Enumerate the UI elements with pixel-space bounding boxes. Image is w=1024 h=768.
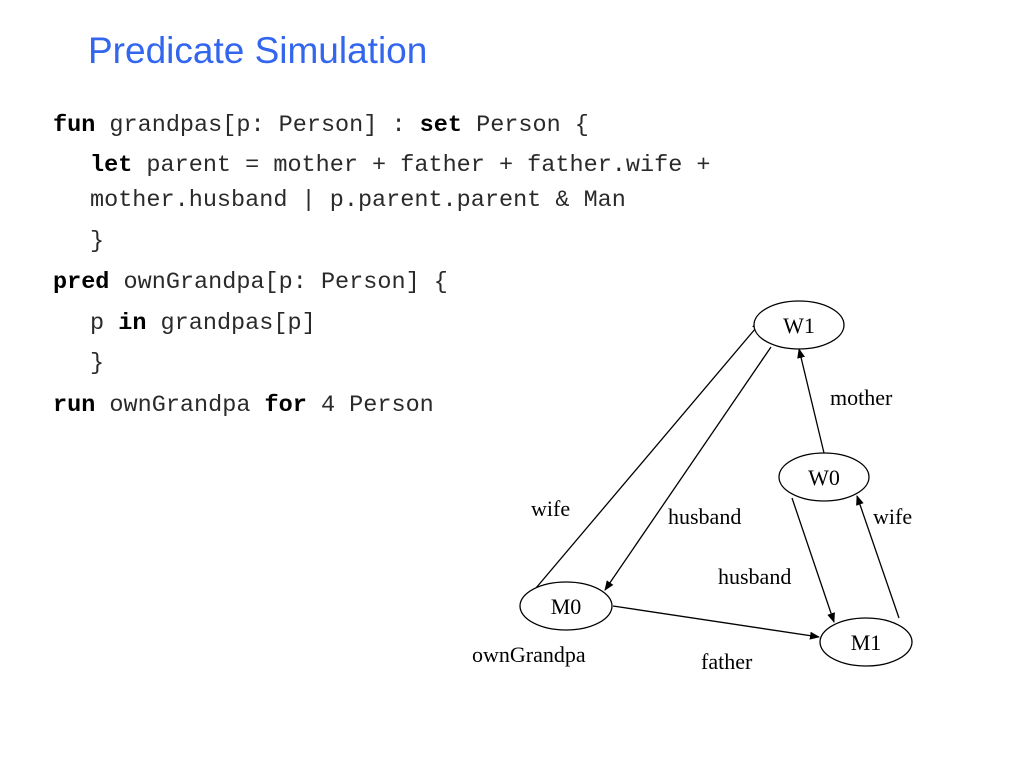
code-keyword: set — [419, 112, 462, 139]
node-w0-label: W0 — [808, 465, 840, 490]
code-text: grandpas[p: Person] : — [95, 112, 420, 139]
edge-wife-m1-w0 — [856, 495, 900, 619]
code-line-let-cont: mother.husband | p.parent.parent & Man — [90, 189, 626, 213]
edge-mother-w0-w1 — [797, 348, 825, 454]
node-w0-shape — [778, 452, 870, 502]
code-line-fun-close: } — [90, 230, 104, 254]
edge-wife-m0-w1 — [535, 321, 762, 589]
node-m1-label: M1 — [851, 630, 882, 655]
edge-label-wife-m1: wife — [873, 504, 912, 529]
edge-father-m0-m1 — [612, 605, 820, 640]
code-line-fun: fun grandpas[p: Person] : set Person { — [53, 114, 589, 138]
code-line-pred-body: p in grandpas[p] — [90, 312, 316, 336]
edge-label-husband-w1: husband — [668, 504, 741, 529]
code-text: } — [90, 350, 105, 377]
node-w1-shape — [753, 300, 845, 350]
code-text: grandpas[p] — [146, 310, 316, 337]
code-keyword: run — [53, 392, 96, 419]
node-w1-label: W1 — [783, 313, 815, 338]
edge-husband-w0-m1 — [791, 497, 835, 623]
code-text: mother.husband | p.parent.parent & Man — [90, 187, 626, 214]
code-keyword: let — [90, 152, 133, 179]
code-text: } — [90, 228, 105, 255]
edge-husband-w1-m0 — [604, 346, 772, 591]
code-keyword: fun — [53, 112, 96, 139]
code-line-let: let parent = mother + father + father.wi… — [90, 154, 711, 178]
code-text: 4 Person — [306, 392, 434, 419]
code-text: p — [90, 310, 119, 337]
edge-label-wife-m0: wife — [531, 496, 570, 521]
slide-title: Predicate Simulation — [88, 30, 428, 71]
edge-label-husband-w0: husband — [718, 564, 791, 589]
annotation-owngrandpa: ownGrandpa — [472, 642, 586, 667]
code-keyword: in — [118, 310, 147, 337]
code-text: parent = mother + father + father.wife + — [132, 152, 711, 179]
edge-label-father: father — [701, 649, 753, 674]
code-line-run: run ownGrandpa for 4 Person — [53, 394, 434, 418]
code-text: Person { — [461, 112, 589, 139]
node-m0-label: M0 — [551, 594, 582, 619]
code-line-pred-close: } — [90, 352, 104, 376]
code-keyword: for — [264, 392, 307, 419]
edge-label-mother: mother — [830, 385, 893, 410]
code-text: ownGrandpa — [95, 392, 265, 419]
code-line-pred: pred ownGrandpa[p: Person] { — [53, 271, 448, 295]
node-m1-shape — [819, 617, 913, 667]
code-text: ownGrandpa[p: Person] { — [109, 269, 448, 296]
code-keyword: pred — [53, 269, 110, 296]
node-m0-shape — [519, 581, 613, 631]
